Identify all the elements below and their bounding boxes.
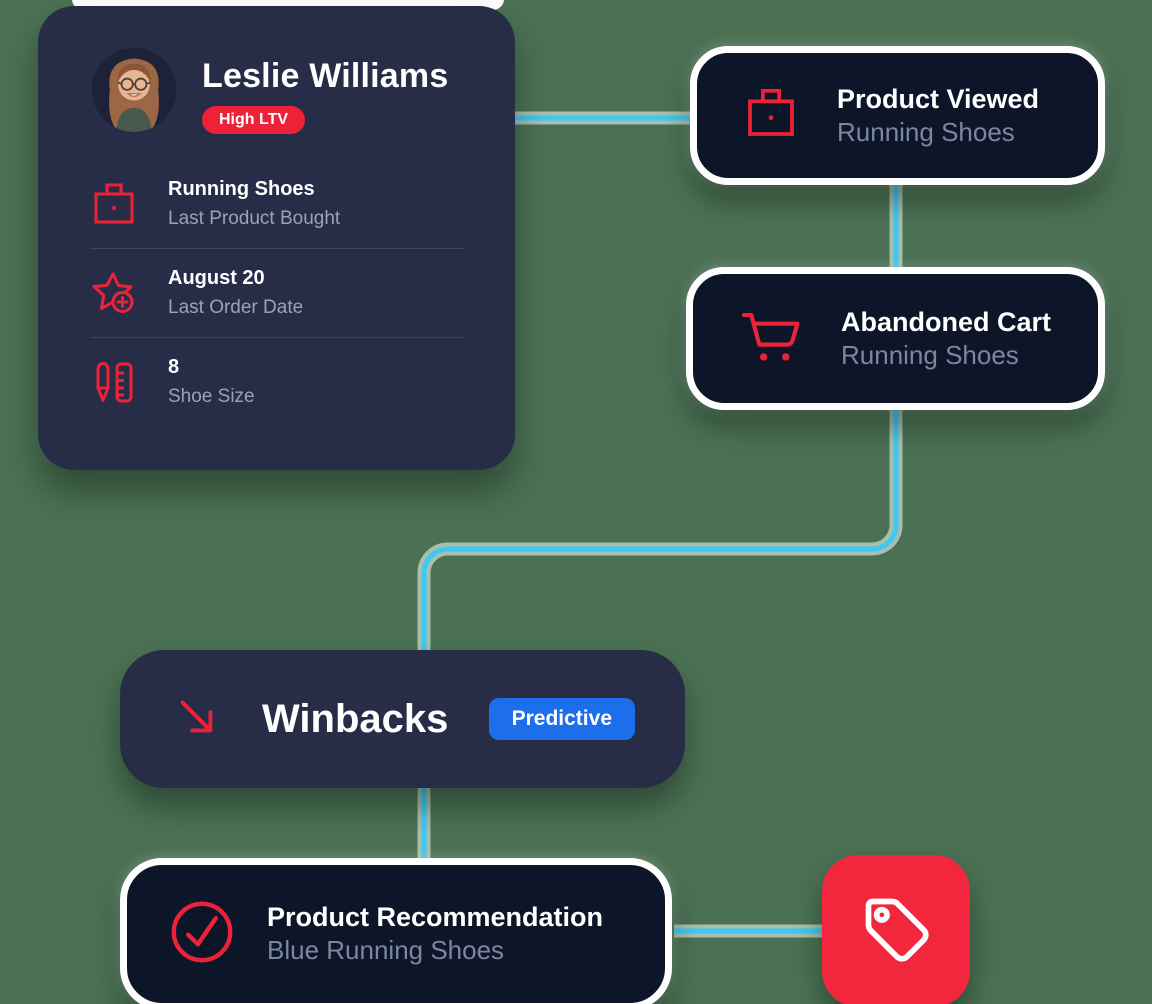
node-subtitle: Running Shoes [837,116,1015,147]
node-text: Product Viewed Running Shoes [837,83,1039,149]
briefcase-icon [743,85,799,146]
node-subtitle: Blue Running Shoes [267,935,505,966]
connector-cart-to-winbacks [421,404,899,654]
attribute-label: Last Order Date [168,297,304,319]
cart-icon [739,306,803,371]
profile-attributes: Running Shoes Last Product Bought August… [38,160,515,426]
node-title: Product Viewed [837,83,1040,114]
profile-row-last-product: Running Shoes Last Product Bought [90,160,465,248]
predictive-badge[interactable]: Predictive [488,698,635,740]
profile-header: Leslie Williams High LTV [38,6,515,135]
attribute-label: Last Product Bought [168,208,341,230]
profile-row-shoe-size: 8 Shoe Size [90,338,465,426]
arrow-down-right-icon [174,694,220,745]
node-product-recommendation[interactable]: Product Recommendation Blue Running Shoe… [120,858,672,1004]
row-divider [90,337,465,339]
attribute-value: Running Shoes [168,178,315,201]
node-text: Product Recommendation Blue Running Shoe… [267,901,603,967]
customer-name: Leslie Williams [202,57,449,95]
profile-row-text: 8 Shoe Size [168,356,255,408]
node-title: Winbacks [262,696,449,741]
connector-main [421,115,899,934]
node-product-viewed[interactable]: Product Viewed Running Shoes [690,46,1105,185]
avatar-illustration [92,48,176,132]
node-title: Product Recommendation [267,902,604,933]
ruler-pencil-icon [90,358,138,406]
customer-profile-card: Leslie Williams High LTV Running Shoes L… [38,6,515,470]
attribute-label: Shoe Size [168,386,255,408]
tag-icon [856,889,936,974]
attribute-value: 8 [168,356,180,379]
node-winbacks[interactable]: Winbacks Predictive [120,650,685,788]
profile-row-text: August 20 Last Order Date [168,267,303,319]
node-abandoned-cart[interactable]: Abandoned Cart Running Shoes [686,267,1105,410]
attribute-value: August 20 [168,267,265,290]
row-divider [90,248,465,250]
card-top-highlight [72,0,504,10]
profile-row-text: Running Shoes Last Product Bought [168,178,340,230]
node-text: Abandoned Cart Running Shoes [841,306,1051,372]
node-subtitle: Running Shoes [841,339,1019,370]
profile-identity: Leslie Williams High LTV [202,48,449,135]
star-plus-icon [90,269,138,317]
check-circle-icon [169,899,235,970]
profile-row-last-order: August 20 Last Order Date [90,249,465,337]
node-title: Abandoned Cart [841,306,1052,337]
avatar [92,48,176,132]
briefcase-icon [90,180,138,228]
node-offer-tag[interactable] [822,855,970,1004]
high-ltv-badge: High LTV [202,106,306,135]
